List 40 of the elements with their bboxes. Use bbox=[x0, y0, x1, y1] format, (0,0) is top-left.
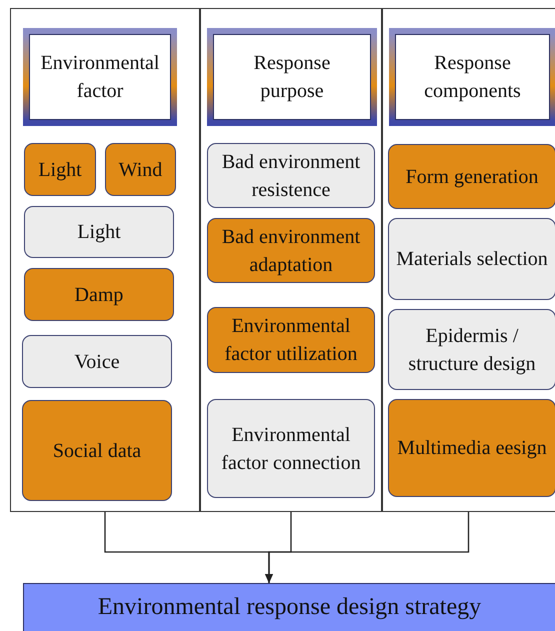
item-box bbox=[22, 400, 172, 501]
strategy-box bbox=[23, 583, 555, 631]
node-label: Light bbox=[38, 158, 82, 182]
node-label: Epidermis / structure design bbox=[407, 324, 537, 376]
item-box bbox=[388, 399, 555, 497]
item-box bbox=[207, 399, 375, 498]
node-label: Wind bbox=[118, 158, 162, 182]
item-box bbox=[388, 218, 555, 300]
node-label: Damp bbox=[74, 282, 124, 308]
node-label: Response purpose bbox=[252, 51, 332, 104]
node-label: Bad environment adaptation bbox=[220, 224, 362, 278]
node-label: Environmental factor connection bbox=[220, 422, 362, 476]
item-box bbox=[207, 307, 375, 373]
item-box bbox=[207, 218, 375, 283]
column-panel bbox=[382, 8, 555, 512]
node-label: Environmental factor utilization bbox=[224, 314, 358, 367]
item-box bbox=[24, 143, 96, 196]
item-box bbox=[388, 309, 555, 390]
item-box bbox=[105, 143, 176, 196]
item-box bbox=[24, 268, 174, 321]
node-label: Social data bbox=[52, 438, 142, 464]
connector-arrow bbox=[265, 512, 470, 583]
header-box bbox=[23, 28, 177, 126]
node-label: Form generation bbox=[406, 164, 538, 190]
node-label: Response components bbox=[423, 51, 522, 104]
node-label: Environmental response design strategy bbox=[98, 592, 482, 622]
item-box bbox=[24, 206, 174, 258]
node-label: Environmental factor bbox=[40, 51, 160, 104]
node-label: Multimedia eesign bbox=[397, 436, 547, 461]
item-box bbox=[207, 143, 375, 208]
item-box bbox=[388, 144, 555, 209]
column-panel bbox=[10, 8, 200, 512]
node-label: Materials selection bbox=[396, 247, 548, 272]
header-box bbox=[207, 28, 377, 126]
header-box bbox=[389, 28, 555, 126]
node-label: Bad environment resistence bbox=[220, 150, 362, 202]
column-panel bbox=[200, 8, 382, 512]
item-box bbox=[22, 335, 172, 388]
node-label: Voice bbox=[74, 350, 120, 374]
node-label: Light bbox=[77, 220, 121, 245]
